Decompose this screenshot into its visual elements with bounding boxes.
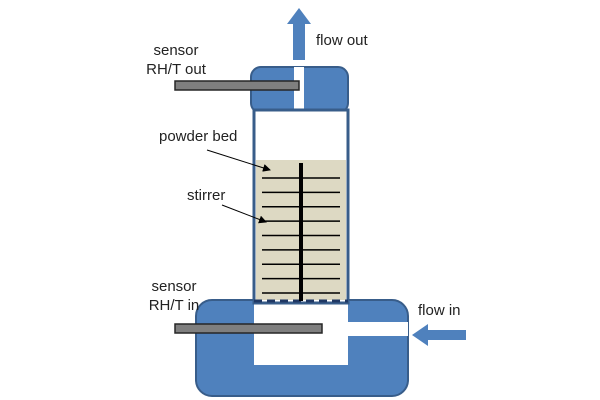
stirrer-label: stirrer <box>187 187 226 204</box>
sensor-in-label-line1: sensor <box>151 278 197 295</box>
sensor-probe-out <box>174 80 300 91</box>
sensor-out-label-line2: RH/T out <box>146 61 206 78</box>
arrow-up-icon <box>287 8 311 60</box>
bottom-chamber <box>254 303 348 365</box>
sensor-probe-in <box>174 323 323 334</box>
stirrer-leader <box>221 204 267 224</box>
stirrer <box>262 163 340 301</box>
inlet-channel <box>346 322 408 336</box>
sensor-out-label: sensor RH/T out <box>136 41 216 79</box>
sensor-out-label-line1: sensor <box>153 42 199 59</box>
powder-bed-label: powder bed <box>159 128 238 145</box>
sensor-in-label-line2: RH/T in <box>148 297 200 314</box>
flow-out-label: flow out <box>316 32 368 49</box>
arrow-left-icon <box>412 324 466 346</box>
sensor-in-label: sensor RH/T in <box>134 277 214 315</box>
flow-in-label: flow in <box>418 302 461 319</box>
powder-bed-leader <box>206 149 271 172</box>
